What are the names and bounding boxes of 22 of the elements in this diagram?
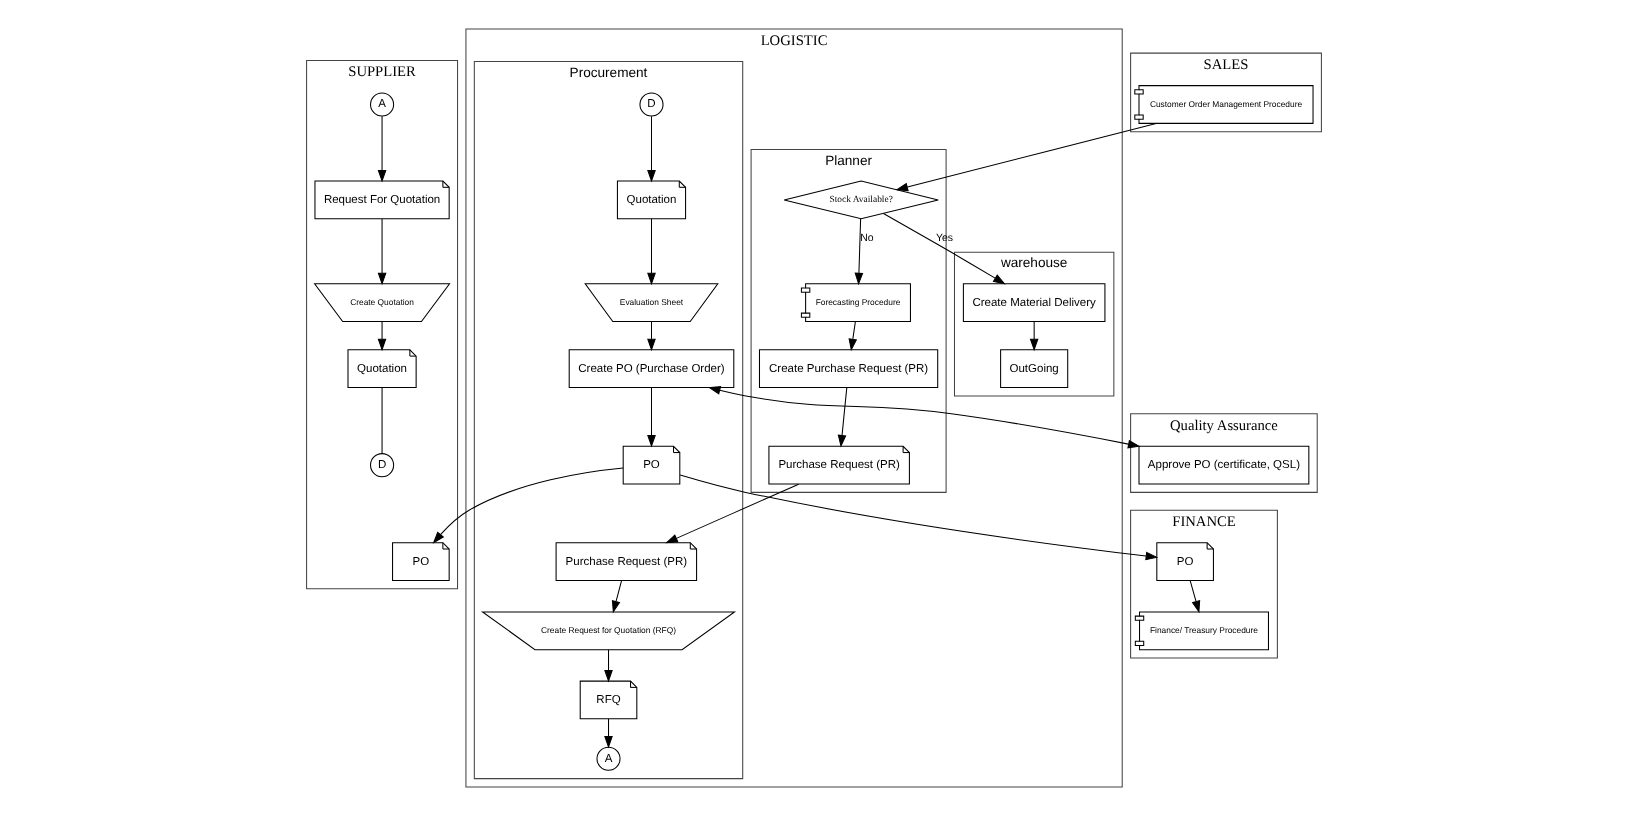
arrow [432, 467, 624, 544]
arrow [1029, 321, 1039, 352]
arrow [848, 321, 858, 352]
arrow [837, 387, 848, 448]
arrow [679, 474, 1159, 561]
arrow [611, 580, 623, 614]
arrow [604, 718, 613, 749]
arrow [377, 321, 387, 352]
arrow [377, 218, 387, 286]
connector [381, 387, 383, 455]
arrow [604, 649, 613, 683]
arrow [882, 212, 1006, 285]
arrow [665, 483, 800, 544]
arrow [1189, 580, 1201, 614]
arrow [707, 386, 1141, 449]
arrow [854, 218, 864, 286]
arrow [377, 115, 387, 183]
arrow [647, 115, 656, 183]
arrow [647, 321, 656, 352]
arrow [895, 122, 1157, 192]
arrow [647, 218, 656, 286]
arrow [647, 387, 656, 448]
